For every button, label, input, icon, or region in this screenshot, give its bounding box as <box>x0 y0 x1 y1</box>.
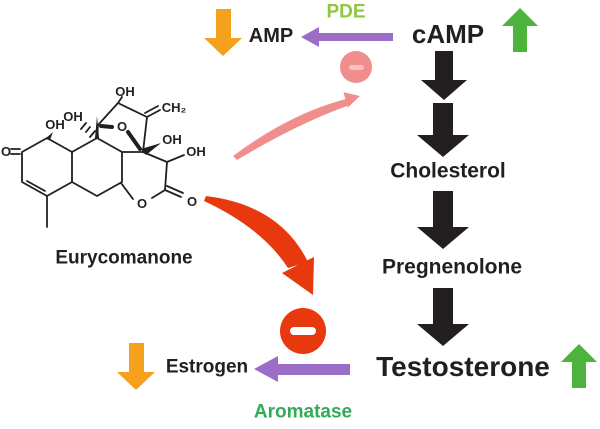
camp-label: cAMP <box>411 19 485 49</box>
cholesterol-to-pregnenolone-arrow <box>417 191 469 249</box>
amp-decrease-arrow <box>204 9 242 56</box>
atom-label-oh-top: OH <box>115 84 135 99</box>
camp-step-arrow-1 <box>421 51 467 100</box>
testosterone-label: Testosterone <box>376 351 550 382</box>
camp-step-arrow-2 <box>417 103 469 157</box>
aromatase-inhibition-icon <box>280 308 326 354</box>
pregnenolone-to-testosterone-arrow <box>417 288 469 346</box>
pde-inhibition-icon <box>340 51 372 83</box>
camp-increase-arrow <box>502 8 538 52</box>
atom-label-oh-left: OH <box>45 117 65 132</box>
atom-label-oh-upper: OH <box>63 109 83 124</box>
aromatase-label: Aromatase <box>253 401 353 423</box>
aromatase-reaction-arrow <box>254 356 350 382</box>
atom-label-o-ketone: O <box>1 144 11 159</box>
minus-icon <box>348 64 364 70</box>
minus-icon <box>290 327 316 335</box>
pde-inhibition-arrow <box>233 98 350 160</box>
atom-label-o-bridge: O <box>117 119 127 134</box>
atom-label-o-lactone: O <box>137 196 147 211</box>
pde-label: PDE <box>326 1 366 23</box>
amp-label: AMP <box>248 25 294 47</box>
estrogen-decrease-arrow <box>117 343 155 390</box>
cholesterol-label: Cholesterol <box>390 159 506 183</box>
pde-reaction-arrow <box>301 27 393 47</box>
atom-label-ch2: CH₂ <box>162 100 187 115</box>
molecule-caption: Eurycomanone <box>55 247 193 269</box>
atom-label-o-carbonyl: O <box>187 194 197 209</box>
eurycomanone-structure: OH OH OH CH₂ O OH OH O O O <box>1 84 206 228</box>
atom-label-oh-right: OH <box>186 144 206 159</box>
estrogen-label: Estrogen <box>165 356 249 378</box>
pregnenolone-label: Pregnenolone <box>381 255 523 279</box>
testosterone-increase-arrow <box>561 344 597 388</box>
atom-label-oh-mid: OH <box>162 132 182 147</box>
